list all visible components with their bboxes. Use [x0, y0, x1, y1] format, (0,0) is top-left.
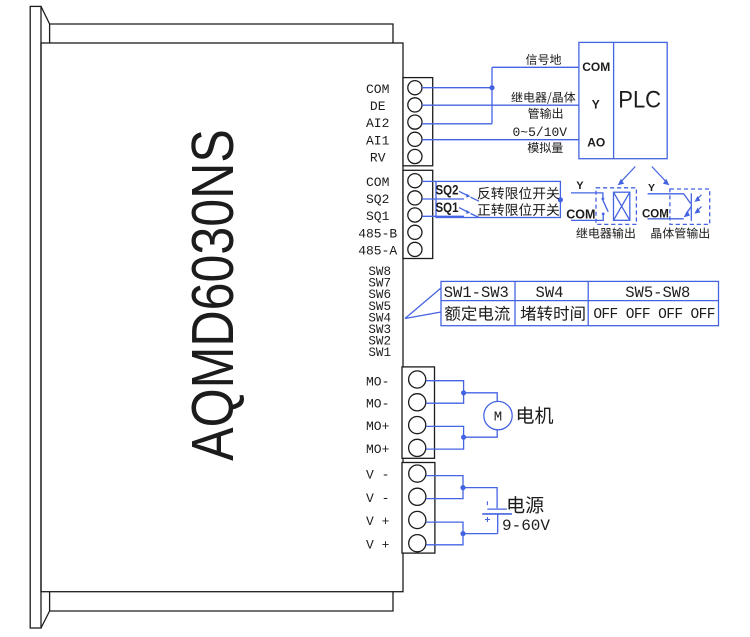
- svg-text:AO: AO: [587, 136, 605, 150]
- svg-text:0~5/10V: 0~5/10V: [512, 125, 567, 140]
- svg-text:Y: Y: [648, 182, 655, 194]
- svg-text:SW5: SW5: [368, 300, 391, 314]
- svg-text:V -: V -: [366, 468, 389, 483]
- svg-text:SW2: SW2: [368, 334, 391, 348]
- svg-text:AQMD6030NS: AQMD6030NS: [179, 129, 246, 461]
- svg-text:COM: COM: [582, 60, 610, 74]
- svg-text:AI2: AI2: [366, 116, 389, 131]
- svg-text:SW4: SW4: [368, 311, 391, 325]
- svg-text:SQ1: SQ1: [436, 199, 459, 215]
- svg-text:MO-: MO-: [366, 396, 389, 411]
- svg-text:SW8: SW8: [368, 265, 391, 279]
- svg-text:SW6: SW6: [368, 288, 391, 302]
- svg-text:DE: DE: [370, 99, 386, 114]
- svg-text:SQ1: SQ1: [366, 209, 390, 224]
- svg-text:COM: COM: [642, 209, 669, 221]
- svg-text:SW1: SW1: [368, 346, 391, 360]
- svg-text:COM: COM: [366, 175, 389, 190]
- svg-text:COM: COM: [366, 82, 389, 97]
- svg-text:MO-: MO-: [366, 375, 389, 390]
- svg-text:Y: Y: [592, 97, 600, 111]
- svg-text:M: M: [494, 409, 502, 425]
- svg-text:9-60V: 9-60V: [502, 517, 550, 535]
- svg-text:485-A: 485-A: [358, 244, 397, 259]
- svg-text:MO+: MO+: [366, 419, 390, 434]
- svg-text:RV: RV: [370, 151, 386, 166]
- svg-text:PLC: PLC: [618, 86, 661, 113]
- svg-text:MO+: MO+: [366, 442, 390, 457]
- svg-text:V +: V +: [366, 514, 390, 529]
- svg-text:SQ2: SQ2: [366, 192, 389, 207]
- svg-text:Y: Y: [576, 180, 584, 192]
- svg-text:COM: COM: [566, 207, 595, 221]
- svg-text:485-B: 485-B: [358, 226, 397, 241]
- svg-text:SW5-SW8: SW5-SW8: [625, 284, 690, 302]
- svg-text:SQ2: SQ2: [436, 181, 459, 197]
- svg-text:SW7: SW7: [368, 277, 391, 291]
- svg-text:AI1: AI1: [366, 133, 390, 148]
- svg-text:V -: V -: [366, 491, 389, 506]
- svg-text:SW4: SW4: [536, 284, 564, 302]
- svg-text:V +: V +: [366, 537, 390, 552]
- svg-text:SW1-SW3: SW1-SW3: [444, 284, 509, 302]
- svg-text:SW3: SW3: [368, 323, 391, 337]
- svg-text:OFF OFF OFF OFF: OFF OFF OFF OFF: [593, 307, 715, 323]
